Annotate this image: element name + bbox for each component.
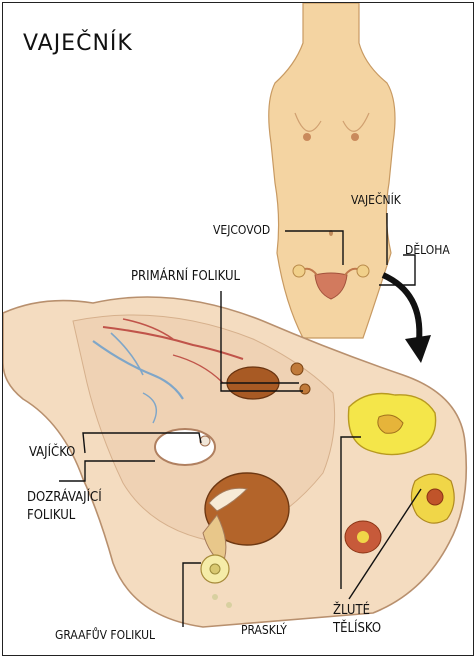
label-primarni-folikul: PRIMÁRNÍ FOLIKUL bbox=[131, 269, 240, 284]
ovary-cross-section bbox=[3, 297, 466, 627]
label-vajecnik: VAJEČNÍK bbox=[351, 193, 401, 207]
curved-arrow-icon bbox=[383, 275, 431, 363]
label-zlute-line1: ŽLUTÉ bbox=[333, 603, 370, 618]
label-graafuv-folikul: GRAAFŮV FOLIKUL bbox=[55, 628, 155, 642]
label-vejcovod: VEJCOVOD bbox=[213, 223, 270, 237]
female-figure bbox=[269, 3, 395, 338]
label-deloha: DĚLOHA bbox=[405, 243, 450, 257]
label-vajicko: VAJÍČKO bbox=[29, 445, 75, 460]
label-dozravajici-line2: FOLIKUL bbox=[27, 508, 75, 523]
label-prasкly: PRASKLÝ bbox=[241, 623, 287, 637]
label-dozravajici-line1: DOZRÁVAJÍCÍ bbox=[27, 490, 102, 505]
ovary-illustration bbox=[3, 3, 475, 657]
label-zlute-line2: TĚLÍSKO bbox=[333, 621, 381, 636]
diagram-title: VAJEČNÍK bbox=[23, 31, 133, 56]
